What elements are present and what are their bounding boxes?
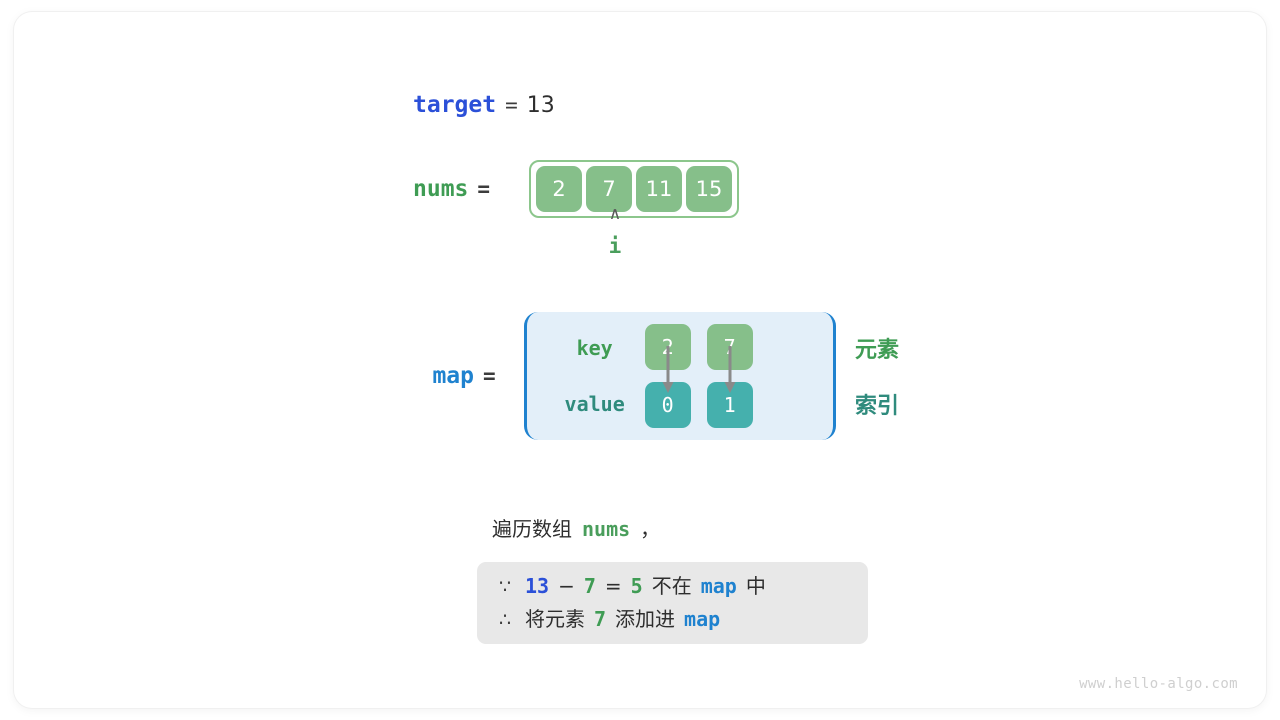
- target-equals: =: [505, 93, 518, 117]
- target-label: target: [413, 92, 497, 118]
- nums-cell-3: 15: [686, 166, 733, 212]
- target-value: 13: [526, 92, 555, 118]
- nums-label: nums: [413, 176, 469, 202]
- caption-suffix: ，: [640, 517, 661, 541]
- value-row-label: value: [564, 392, 625, 416]
- map-row-labels: key value: [549, 328, 641, 424]
- explain1-current: 7: [583, 574, 596, 598]
- explanation-box: ∵ 13 − 7 = 5 不在 map 中 ∴ 将元素 7 添加进 map: [477, 562, 868, 644]
- map-entry-1: 7 1: [706, 324, 753, 428]
- nums-equals: =: [477, 177, 491, 201]
- pointer-label-i: i: [608, 234, 622, 258]
- map-entries: 2 0 7 1: [644, 324, 753, 428]
- map-container: key value 2 0 7 1: [523, 312, 836, 440]
- explain1-text-mid: 不在: [651, 574, 692, 598]
- because-symbol: ∵: [499, 576, 512, 598]
- map-key-1: 7: [706, 324, 753, 370]
- explanation-line-2: ∴ 将元素 7 添加进 map: [499, 606, 846, 633]
- map-key-0: 2: [644, 324, 691, 370]
- explain1-minus: −: [558, 574, 575, 598]
- nums-cell-0: 2: [536, 166, 583, 212]
- explain1-equals: =: [604, 574, 622, 598]
- map-equals: =: [483, 364, 496, 388]
- nums-cell-2: 11: [636, 166, 683, 212]
- explain2-code-map: map: [684, 607, 721, 631]
- explain2-text-mid: 添加进: [615, 607, 676, 631]
- explain2-number: 7: [594, 607, 607, 631]
- map-side-labels: 元素 索引: [855, 312, 899, 440]
- caption-line: 遍历数组 nums ，: [492, 513, 660, 542]
- explain1-code-map: map: [700, 574, 737, 598]
- side-label-element: 元素: [855, 338, 900, 363]
- explain1-remainder: 5: [630, 574, 643, 598]
- nums-array: 2 7 11 15: [529, 160, 740, 218]
- index-pointer: ∧ i: [592, 204, 638, 259]
- map-value-1: 1: [706, 382, 753, 428]
- map-label: map: [432, 363, 474, 389]
- target-row: target = 13: [413, 92, 555, 118]
- key-row-label: key: [576, 336, 613, 360]
- caret-icon: ∧: [608, 204, 622, 224]
- map-entry-0: 2 0: [644, 324, 691, 428]
- caption-prefix: 遍历数组: [492, 517, 572, 541]
- nums-cell-1: 7: [586, 166, 633, 212]
- side-label-index: 索引: [855, 394, 900, 419]
- caption-code-nums: nums: [582, 517, 631, 541]
- watermark: www.hello-algo.com: [1079, 676, 1238, 692]
- map-row: map = key value 2 0: [418, 312, 836, 440]
- explain1-text-end: 中: [745, 574, 766, 598]
- explanation-line-1: ∵ 13 − 7 = 5 不在 map 中: [499, 573, 846, 600]
- explain1-target: 13: [525, 574, 550, 598]
- map-grid: key value 2 0 7 1: [527, 312, 833, 440]
- map-value-0: 0: [644, 382, 691, 428]
- nums-row: nums = 2 7 11 15: [413, 160, 740, 218]
- therefore-symbol: ∴: [499, 609, 512, 631]
- explain2-text-start: 将元素: [525, 607, 585, 631]
